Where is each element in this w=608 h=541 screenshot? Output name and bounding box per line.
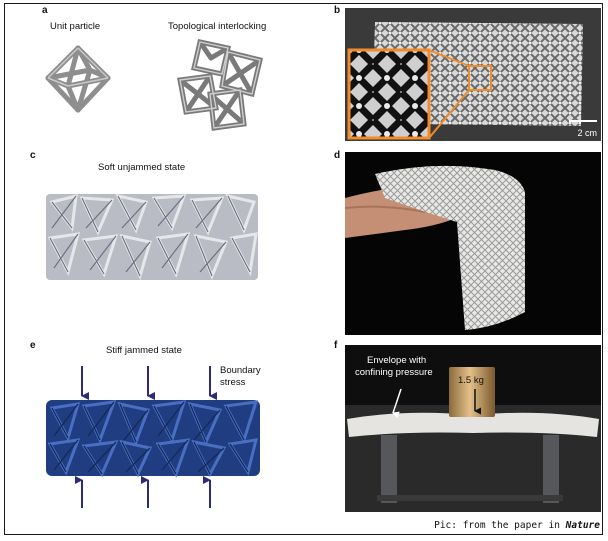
panel-letter-e: e xyxy=(30,340,36,351)
envelope-label-line1: Envelope with xyxy=(367,355,427,366)
panel-letter-a: a xyxy=(42,5,48,16)
jammed-particles-render xyxy=(46,366,260,508)
stiff-jammed-label: Stiff jammed state xyxy=(106,345,182,356)
image-credit: Pic: from the paper in Nature xyxy=(434,520,600,531)
unjammed-particles-render xyxy=(46,193,258,281)
boundary-stress-label-line1: Boundary xyxy=(220,365,261,376)
unit-particle-octahedron xyxy=(45,45,111,113)
topological-interlocking-label: Topological interlocking xyxy=(168,21,267,32)
credit-journal: Nature xyxy=(565,520,600,531)
panel-letter-b: b xyxy=(334,5,341,16)
unit-particle-label: Unit particle xyxy=(50,21,101,32)
interlocking-particles xyxy=(177,39,263,131)
panel-letter-d: d xyxy=(334,150,341,161)
soft-unjammed-label: Soft unjammed state xyxy=(98,162,186,173)
fabric-draped-on-hand-photo xyxy=(345,152,601,335)
weight-label: 1.5 kg xyxy=(458,375,484,386)
scale-bar-label: 2 cm xyxy=(577,128,597,138)
figure-frame xyxy=(4,3,603,535)
load-bearing-test-photo: Envelope with confining pressure 1.5 kg xyxy=(345,345,601,512)
fabric-sheet-photo: 2 cm xyxy=(345,8,601,141)
panel-letter-c: c xyxy=(30,150,36,161)
boundary-stress-label-line2: stress xyxy=(220,377,246,388)
panel-letter-f: f xyxy=(334,340,338,351)
envelope-label-line2: confining pressure xyxy=(355,367,433,378)
credit-prefix: Pic: from the paper in xyxy=(434,520,566,531)
